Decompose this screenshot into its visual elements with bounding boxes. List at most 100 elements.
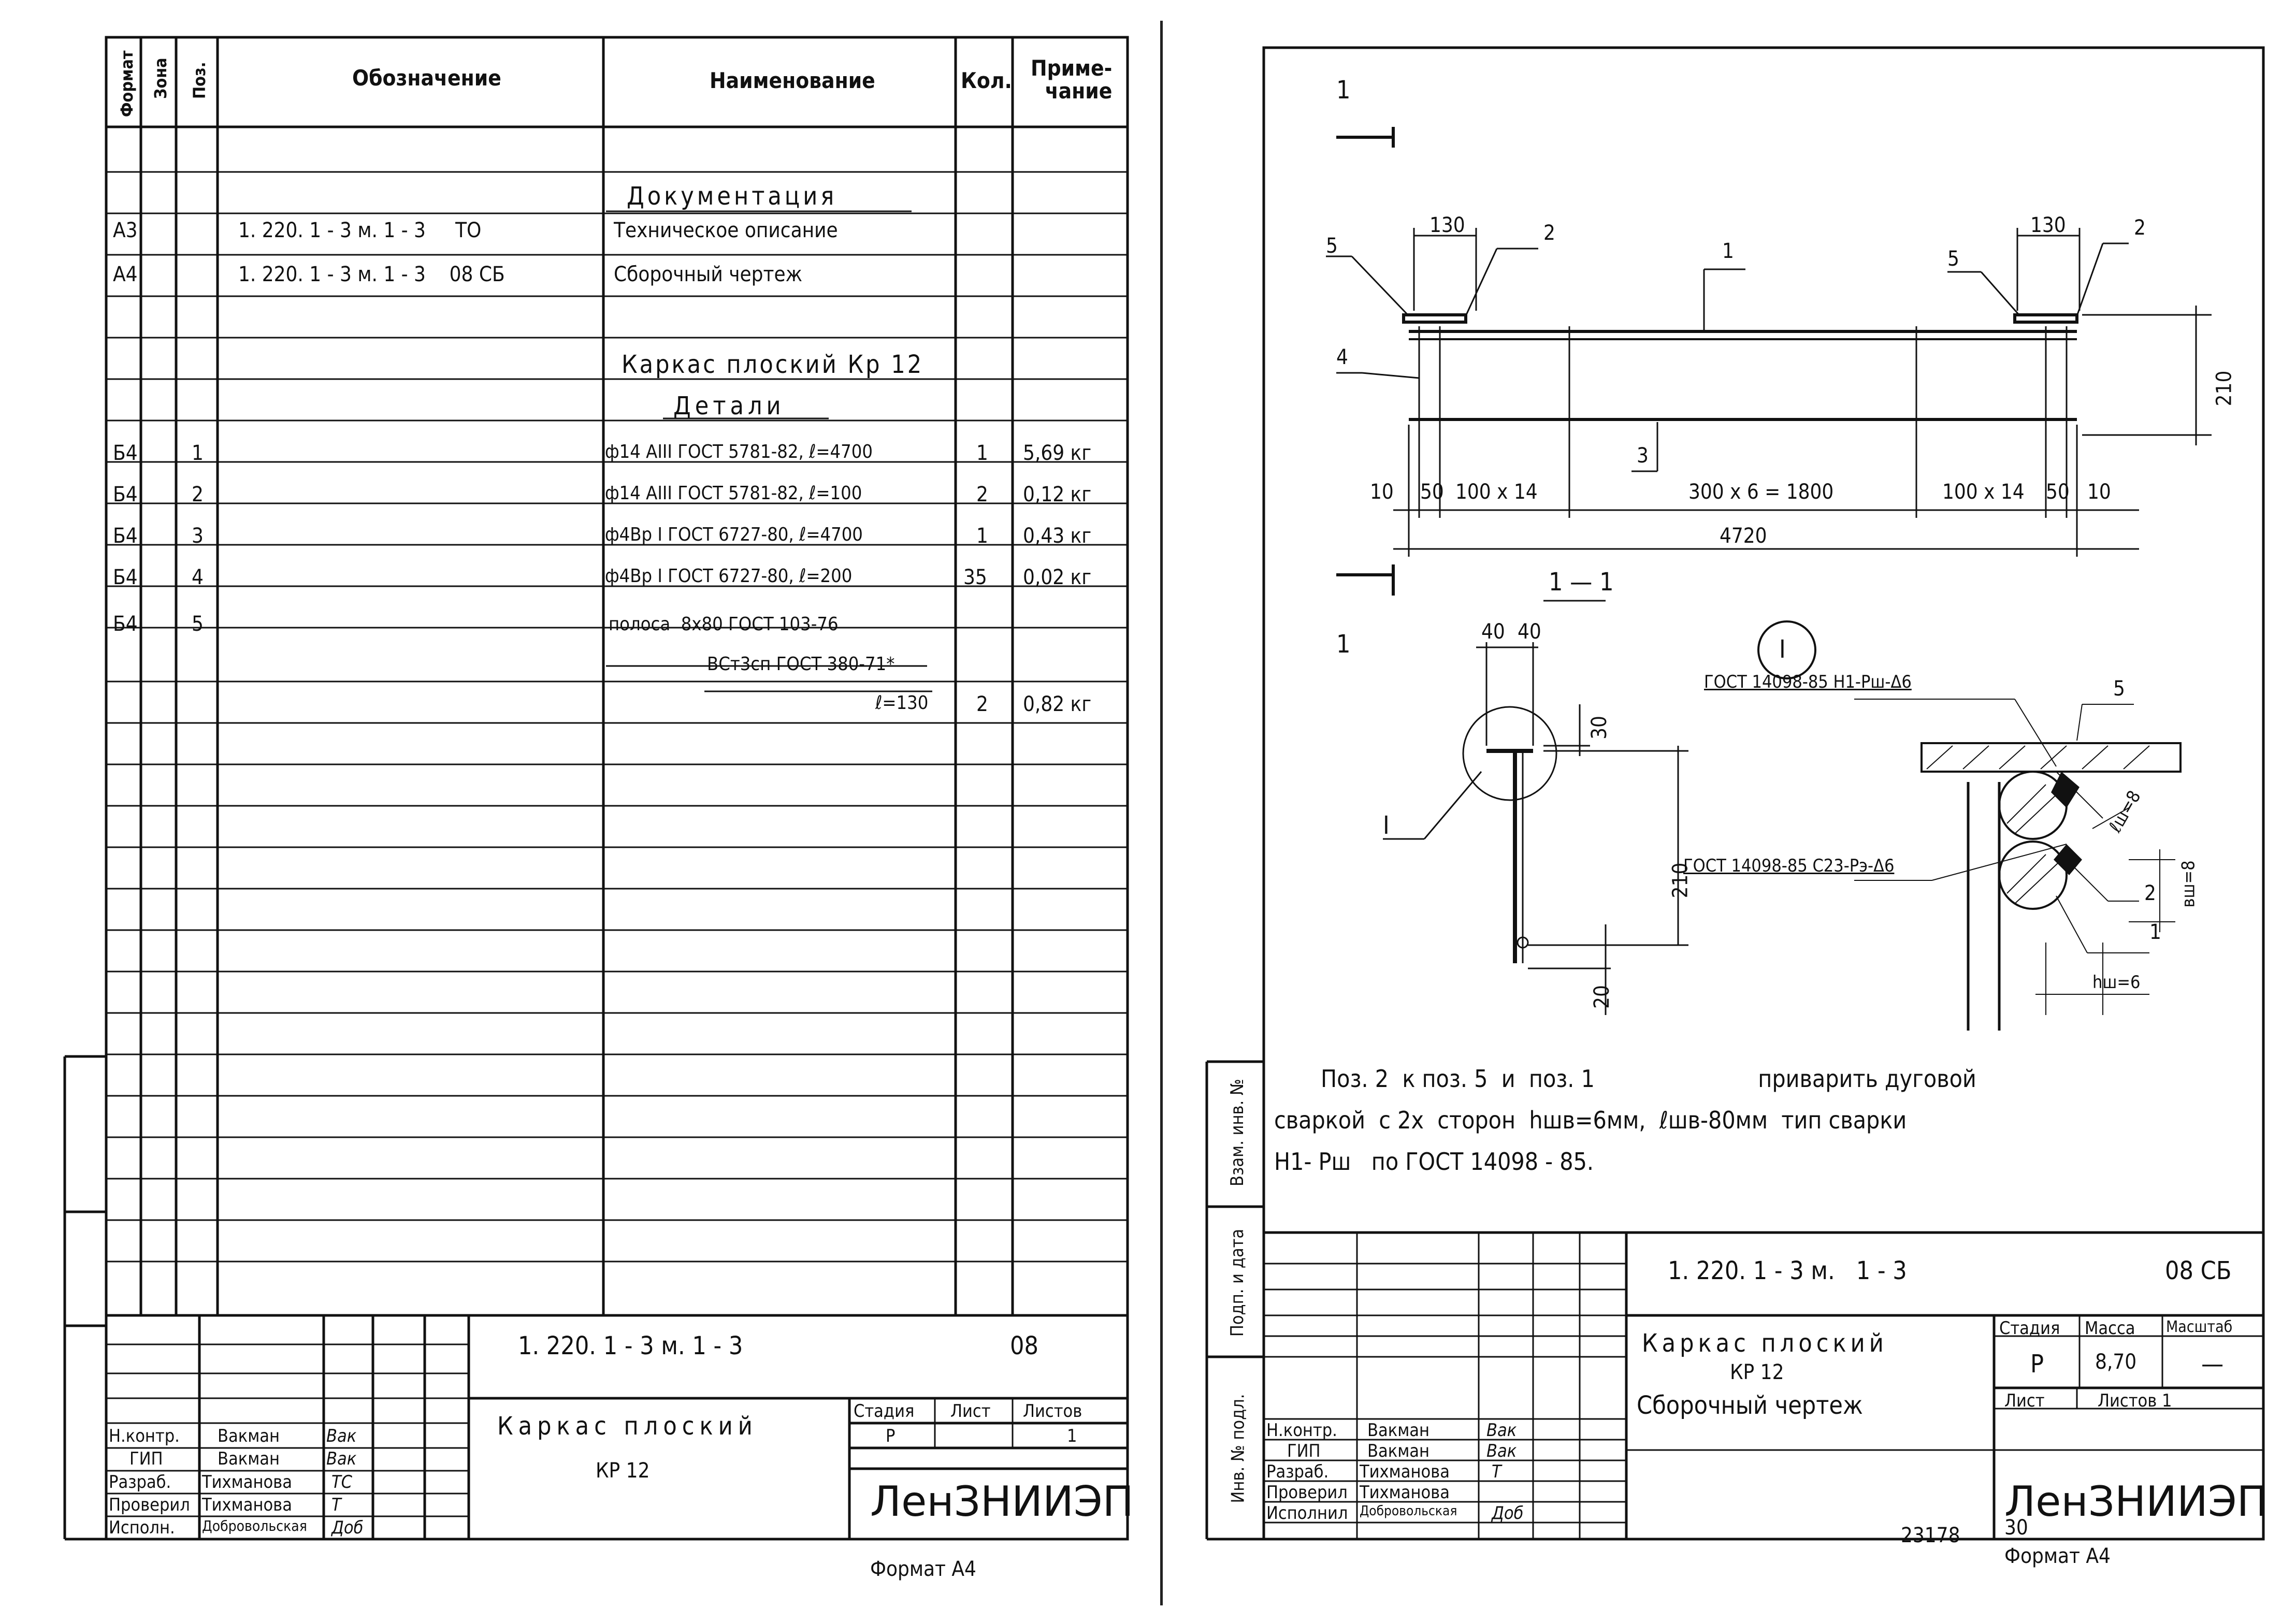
left-person-4-role: Проверил	[109, 1495, 190, 1515]
drawing-sheet: 1 1 1 — 1 I I 130 130 210 10 50 100 x 14…	[1165, 0, 2296, 1623]
detail-ref-label: I	[1383, 811, 1390, 840]
header-format: Формат	[117, 50, 137, 117]
part-4-name: ф4Вр I ГОСТ 6727-80, ℓ=200	[605, 566, 853, 587]
dim-50-left: 50	[1420, 480, 1444, 504]
section-title: 1 — 1	[1549, 568, 1614, 597]
header-designation: Обозначение	[352, 65, 501, 91]
part-5-qty: 2	[976, 692, 988, 716]
dim-50-right: 50	[2046, 480, 2070, 504]
part-1-format: Б4	[113, 441, 138, 465]
note-line-3: Н1- Рш по ГОСТ 14098 - 85.	[1274, 1148, 1594, 1176]
side-label-podp-data: Подп. и дата	[1227, 1228, 1248, 1337]
callout-pos-2-right: 2	[2134, 216, 2146, 240]
spec-sheet: Формат Зона Поз. Обозначение Наименовани…	[63, 36, 1134, 1581]
cut-label-bottom: 1	[1336, 630, 1351, 659]
right-tb-org-logo: ЛенЗНИИЭП	[2004, 1477, 2268, 1526]
section-docs: Документация	[627, 182, 837, 211]
doc-row-1-name: Техническое описание	[614, 219, 838, 242]
dim-total-4720: 4720	[1720, 524, 1767, 548]
right-format-label: Формат А4	[2004, 1544, 2111, 1568]
right-tb-stage-label: Стадия	[1999, 1318, 2060, 1339]
sheet-divider	[1160, 21, 1163, 1605]
dim-height-210: 210	[2212, 370, 2236, 407]
right-person-4-role: Проверил	[1266, 1482, 1348, 1503]
part-4-note: 0,02 кг	[1023, 566, 1092, 589]
detail-callout-5: 5	[2113, 677, 2125, 701]
part-4-pos: 4	[192, 566, 204, 589]
left-person-1-sign: Вак	[326, 1426, 357, 1446]
left-person-2-name: Вакман	[218, 1448, 280, 1469]
weld-label-1: ГОСТ 14098-85 Н1-Рш-Δ6	[1704, 672, 1912, 692]
part-2-pos: 2	[192, 483, 204, 506]
archive-sub: 30	[2004, 1516, 2028, 1540]
right-person-1-role: Н.контр.	[1266, 1420, 1337, 1441]
callout-pos-4: 4	[1336, 345, 1348, 369]
header-name: Наименование	[710, 68, 875, 93]
right-person-2-name: Вакман	[1367, 1441, 1430, 1461]
right-tb-code: 1. 220. 1 - 3 м. 1 - 3	[1668, 1256, 1907, 1285]
note-line-2: сваркой с 2х сторон hшв=6мм, ℓшв-80мм ти…	[1274, 1106, 1907, 1134]
cut-label-top: 1	[1336, 76, 1351, 105]
part-2-name: ф14 АIII ГОСТ 5781-82, ℓ=100	[605, 483, 862, 504]
part-5-format: Б4	[113, 612, 138, 636]
left-tb-org-logo: ЛенЗНИИЭП	[870, 1477, 1134, 1526]
part-2-qty: 2	[976, 483, 988, 506]
side-label-inv-podl: Инв. № подл.	[1228, 1394, 1249, 1503]
header-pos: Поз.	[190, 62, 209, 99]
right-tb-scale-label: Масштаб	[2166, 1318, 2233, 1336]
dim-10-right: 10	[2087, 480, 2111, 504]
weld-height-h: hш=6	[2092, 972, 2141, 993]
right-person-3-sign: Т	[1492, 1461, 1501, 1482]
part-5-line2: ВСт3сп ГОСТ 380-71*	[707, 654, 895, 675]
part-3-name: ф4Вр I ГОСТ 6727-80, ℓ=4700	[605, 524, 863, 545]
callout-pos-5-left: 5	[1326, 234, 1338, 258]
callout-pos-2-left: 2	[1543, 221, 1555, 245]
section-parts: Детали	[673, 392, 785, 421]
part-5-name: полоса 8x80 ГОСТ 103-76	[609, 614, 839, 635]
spec-grid	[63, 36, 1129, 1541]
part-3-format: Б4	[113, 524, 138, 548]
part-4-qty: 35	[963, 566, 987, 589]
right-person-1-name: Вакман	[1367, 1420, 1430, 1441]
left-person-1-name: Вакман	[218, 1426, 280, 1446]
sec-dim-30: 30	[1587, 716, 1611, 740]
left-person-2-role: ГИП	[129, 1448, 163, 1469]
detail-marker: I	[1779, 635, 1786, 664]
drawing-lines	[1205, 46, 2265, 1541]
right-tb-title-1: Каркас плоский	[1642, 1329, 1888, 1358]
dim-10-left: 10	[1370, 480, 1394, 504]
header-qty: Кол.	[961, 68, 1012, 93]
left-person-3-name: Тихманова	[202, 1472, 292, 1492]
right-person-2-sign: Вак	[1486, 1441, 1517, 1461]
part-4-format: Б4	[113, 566, 138, 589]
right-tb-title-3: Сборочный чертеж	[1637, 1391, 1863, 1420]
right-person-4-name: Тихманова	[1360, 1482, 1450, 1503]
right-person-5-sign: Доб	[1492, 1503, 1524, 1524]
archive-number: 23178	[1901, 1524, 1960, 1547]
left-format-label: Формат А4	[870, 1557, 976, 1581]
sec-dim-20: 20	[1590, 985, 1614, 1009]
side-label-vzam-inv: Взам. инв. №	[1226, 1079, 1248, 1186]
weld-label-2: ГОСТ 14098-85 С23-Рэ-Δ6	[1683, 856, 1895, 876]
right-tb-stage-value: Р	[2030, 1350, 2044, 1379]
part-5-pos: 5	[192, 612, 204, 636]
doc-row-2-name: Сборочный чертеж	[614, 263, 803, 286]
left-person-3-sign: ТС	[331, 1472, 353, 1492]
right-person-5-role: Исполнил	[1266, 1503, 1348, 1524]
weld-width-b: вш=8	[2178, 860, 2199, 908]
header-zone: Зона	[151, 57, 170, 99]
callout-pos-3: 3	[1637, 444, 1649, 468]
right-tb-sheets-label: Листов 1	[2098, 1390, 2172, 1411]
right-tb-sheet-code: 08 СБ	[2165, 1256, 2232, 1285]
sec-dim-40b: 40	[1518, 620, 1541, 644]
right-tb-scale-value: —	[2201, 1350, 2224, 1379]
part-1-name: ф14 АIII ГОСТ 5781-82, ℓ=4700	[605, 441, 873, 462]
left-tb-sheet-code: 08	[1010, 1331, 1038, 1360]
section-frame: Каркас плоский Кр 12	[622, 350, 924, 379]
right-tb-sheet-label: Лист	[2004, 1390, 2045, 1411]
part-1-pos: 1	[192, 441, 204, 465]
dim-300x6: 300 x 6 = 1800	[1688, 480, 1834, 504]
left-person-5-name: Добровольская	[202, 1517, 307, 1534]
detail-callout-2: 2	[2144, 881, 2156, 905]
note-line-1: Поз. 2 к поз. 5 и поз. 1 приварить дугов…	[1321, 1065, 1976, 1093]
